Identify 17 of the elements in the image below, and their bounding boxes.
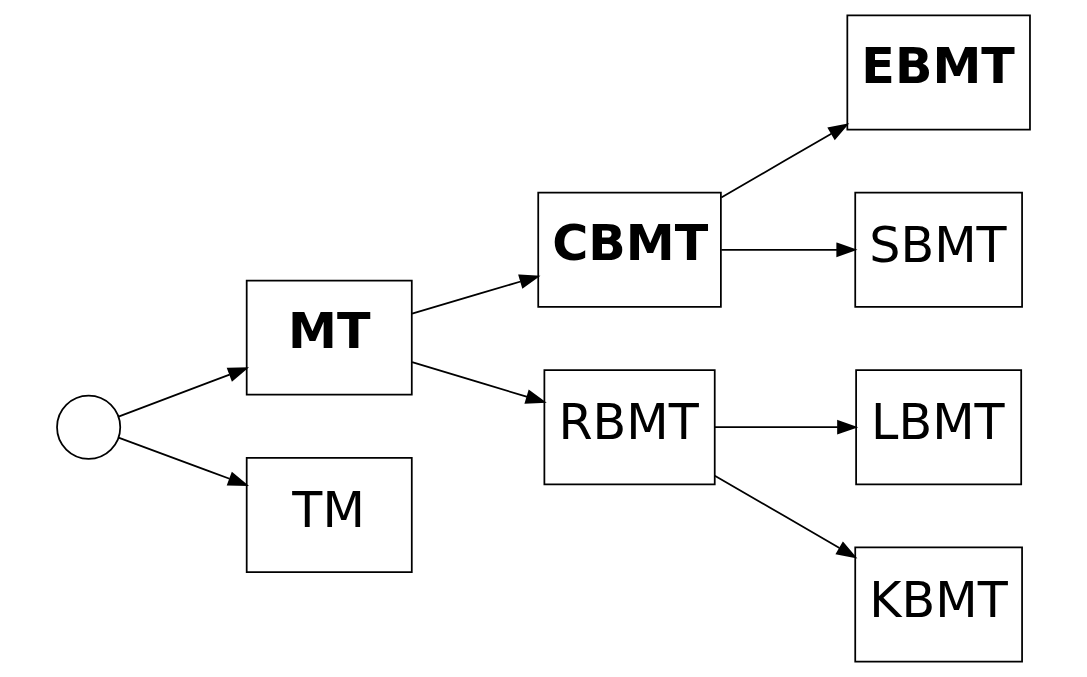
arrow (117, 367, 250, 418)
arrow (411, 361, 547, 404)
node-box: LBMT (855, 369, 1023, 486)
node-box: SBMT (854, 191, 1023, 308)
arrow (411, 274, 541, 315)
node-box: CBMT (537, 191, 722, 308)
arrow (117, 436, 250, 486)
node-box: KBMT (854, 546, 1023, 663)
arrow (713, 419, 859, 435)
arrow (713, 474, 858, 559)
node-circle (56, 394, 122, 460)
arrow (720, 123, 850, 199)
node-box: TM (245, 457, 413, 573)
node-box: RBMT (543, 369, 716, 486)
node-box: EBMT (846, 14, 1031, 131)
node-box: MT (245, 279, 413, 396)
arrow (720, 242, 858, 258)
